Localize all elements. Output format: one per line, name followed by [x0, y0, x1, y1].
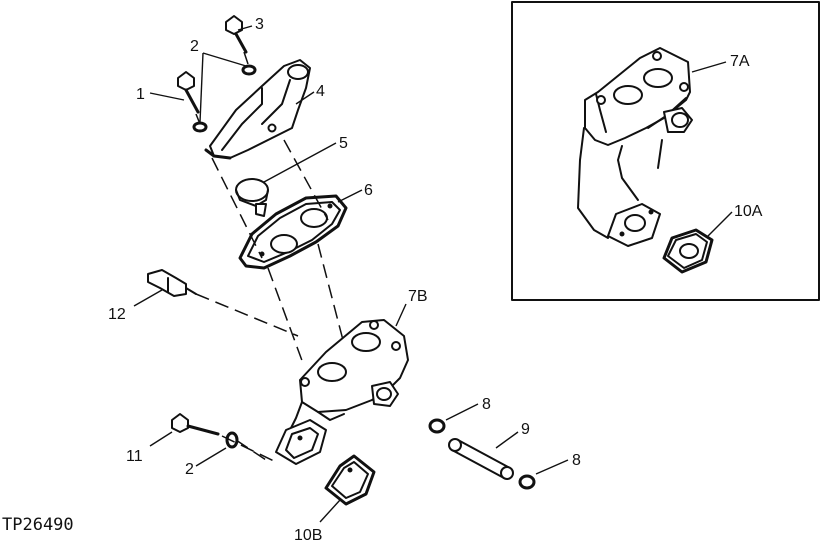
temperature-sender-12 [147, 269, 197, 297]
cap-screw-11 [171, 413, 220, 436]
figure-id: TP26490 [2, 515, 74, 535]
cap-screw-3 [225, 15, 248, 54]
gasket-10B [324, 454, 376, 506]
callout-3: 3 [255, 16, 264, 33]
callout-7A: 7A [730, 53, 750, 70]
assembly-lines [195, 51, 345, 463]
callout-12: 12 [108, 306, 126, 323]
thermostat-5 [235, 178, 269, 217]
callout-labels: 1 2 3 4 5 6 7A 7B 8 8 9 10A 10B 11 2 12 [108, 16, 763, 544]
callout-11: 11 [126, 448, 143, 465]
callout-4: 4 [316, 83, 325, 100]
callout-10B: 10B [294, 527, 322, 544]
callout-1: 1 [136, 86, 145, 103]
callout-6: 6 [364, 182, 373, 199]
alternate-housing-7A [577, 47, 693, 247]
callout-7B: 7B [408, 288, 428, 305]
cap-screw-1 [177, 71, 200, 114]
leader-lines [133, 25, 733, 523]
outlet-elbow-4 [204, 59, 311, 160]
callout-2-lower: 2 [185, 461, 194, 478]
inset-frame [511, 1, 820, 301]
callout-8-upper: 8 [482, 396, 491, 413]
callout-10A: 10A [734, 203, 763, 220]
callout-2-upper: 2 [190, 38, 199, 55]
housing-7B [275, 319, 409, 465]
o-ring-8-upper [428, 418, 446, 434]
tube-9 [448, 438, 514, 480]
callout-8-lower: 8 [572, 452, 581, 469]
o-ring-8-lower [518, 474, 536, 490]
callout-9: 9 [521, 421, 530, 438]
gasket-10A [662, 228, 714, 274]
callout-5: 5 [339, 135, 348, 152]
